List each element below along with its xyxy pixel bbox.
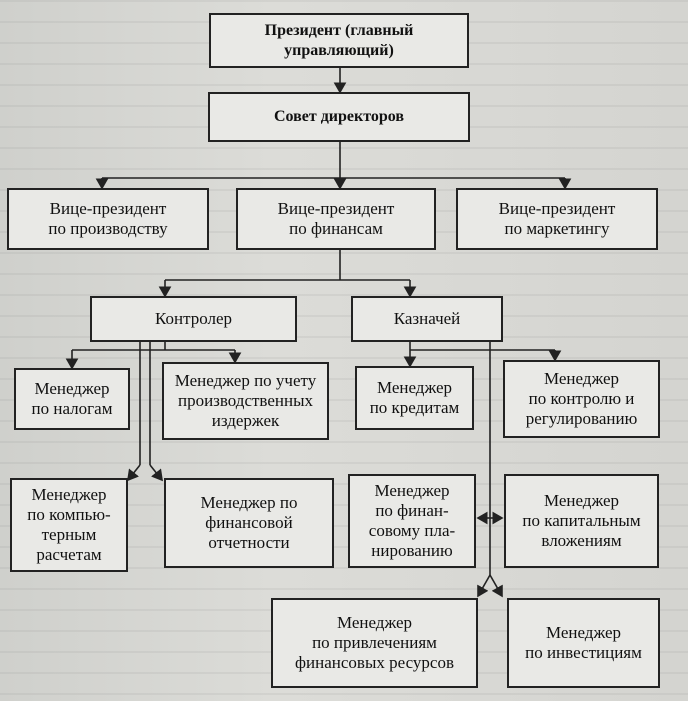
node-vp-production: Вице-президент по производству: [7, 188, 209, 250]
node-mgr-control: Менеджер по контролю и регулированию: [503, 360, 660, 438]
arrow-mgr-investments: [489, 574, 503, 598]
node-controller: Контролер: [90, 296, 297, 342]
arrow-mgr-fundraising: [477, 574, 491, 598]
node-vp-marketing: Вице-президент по маркетингу: [456, 188, 658, 250]
node-mgr-credits: Менеджер по кредитам: [355, 366, 474, 430]
node-board: Совет директоров: [208, 92, 470, 142]
arrow-mgr-computing: [127, 464, 141, 482]
node-treasurer: Казначей: [351, 296, 503, 342]
node-mgr-fundraising: Менеджер по привлечениям финансовых ресу…: [271, 598, 478, 688]
node-mgr-fin-planning: Менеджер по финан- совому пла- нированию: [348, 474, 476, 568]
node-vp-finance: Вице-президент по финансам: [236, 188, 436, 250]
node-mgr-capital: Менеджер по капитальным вложениям: [504, 474, 659, 568]
arrow-mgr-reporting: [149, 464, 163, 482]
node-mgr-computing: Менеджер по компью- терным расчетам: [10, 478, 128, 572]
node-mgr-fin-reporting: Менеджер по финансовой отчетности: [164, 478, 334, 568]
node-mgr-taxes: Менеджер по налогам: [14, 368, 130, 430]
node-mgr-cost-accounting: Менеджер по учету производственных издер…: [162, 362, 329, 440]
node-mgr-investments: Менеджер по инвестициям: [507, 598, 660, 688]
node-president: Президент (главный управляющий): [209, 13, 469, 68]
